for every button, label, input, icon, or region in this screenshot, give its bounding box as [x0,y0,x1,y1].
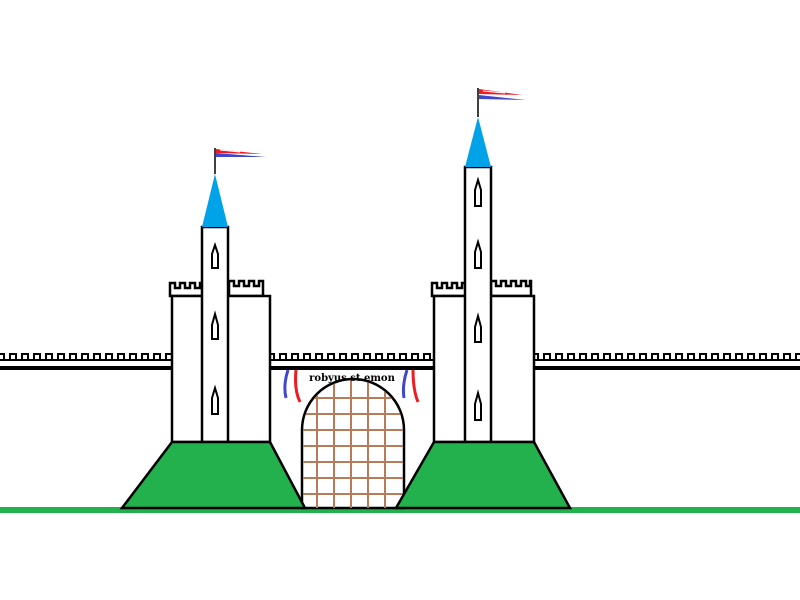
left-hill [119,440,308,510]
portcullis [300,377,406,510]
hanging-banners [283,369,420,403]
wall-left [0,353,186,370]
left-windows [211,241,219,415]
left-tower [119,148,308,510]
wall-middle [270,353,446,370]
gatehouse: robyus st emon [283,369,420,510]
ground-line [0,507,800,513]
right-flag [477,88,526,117]
right-roof [465,117,491,167]
right-tower [393,88,573,510]
left-roof [202,174,228,227]
wall-right [534,353,800,370]
right-windows [474,176,482,421]
right-hill [393,440,573,510]
left-flag [214,148,266,174]
gate-sign: robyus st emon [309,373,395,384]
